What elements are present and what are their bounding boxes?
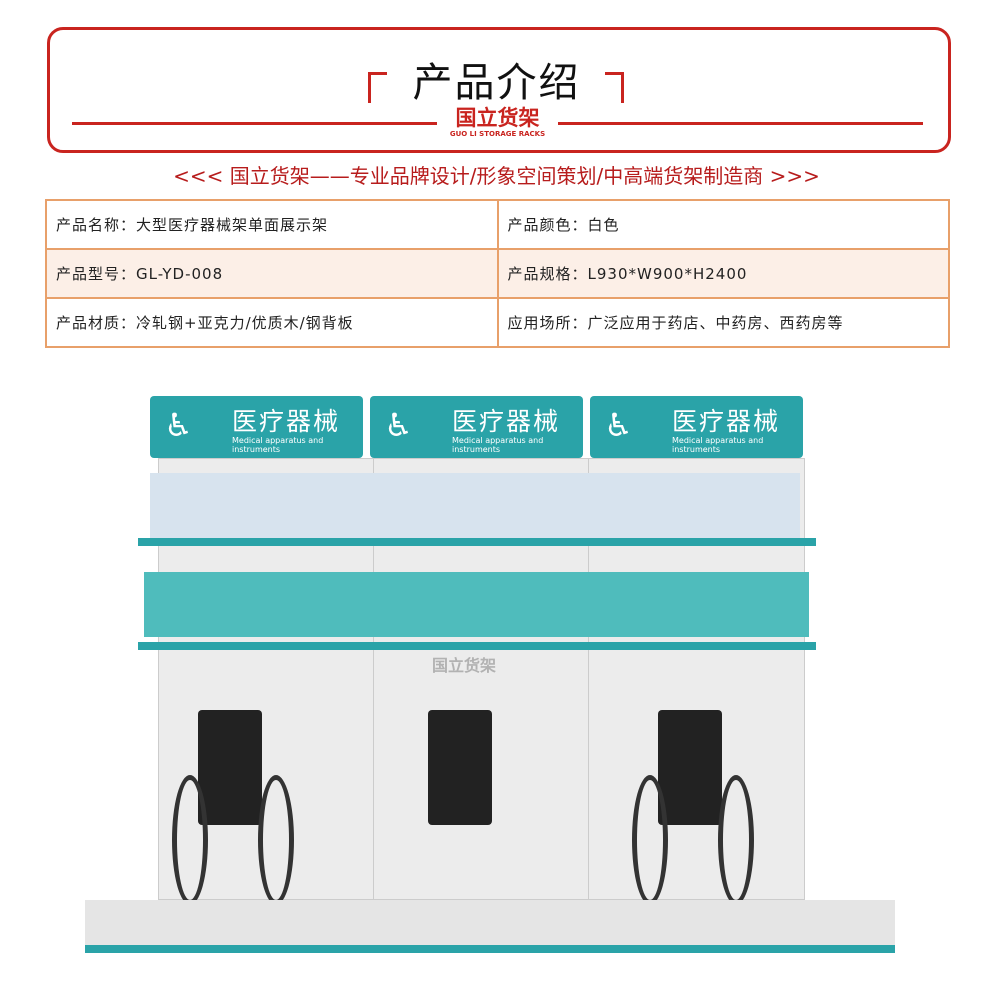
bracket-left [368,72,387,103]
product-boxes-middle [144,572,809,637]
wheelchair-icon: ♿ [164,406,193,444]
sign-cn: 医疗器械 [232,407,341,436]
spec-name: 产品名称：大型医疗器械架单面展示架 [45,199,499,250]
page-title: 产品介绍 [412,60,581,106]
wheelchair-icon: ♿ [604,406,633,444]
sign-en: Medical apparatus and instruments [232,436,324,454]
shelf-middle [138,642,816,650]
slogan: <<< 国立货架——专业品牌设计/形象空间策划/中高端货架制造商 >>> [173,164,820,188]
logo-en: GUO LI STORAGE RACKS [449,130,546,138]
bracket-right [605,72,624,103]
wheelchair-icon: ♿ [384,406,413,444]
spec-size: 产品规格：L930*W900*H2400 [496,248,950,299]
table-row: 产品材质：冷轧钢+亚克力/优质木/钢背板应用场所：广泛应用于药店、中药房、西药房… [45,297,950,348]
wheelchair [632,700,754,905]
spec-model: 产品型号：GL-YD-008 [45,248,499,299]
sign-en: Medical apparatus and instruments [452,436,544,454]
header-frame [47,27,951,153]
wheelchair [172,700,294,905]
watermark: 国立货架 [432,656,497,675]
shelf-top [138,538,816,546]
sign-cn: 医疗器械 [452,407,561,436]
shelf-base [85,900,895,953]
spec-usage: 应用场所：广泛应用于药店、中药房、西药房等 [496,297,950,348]
spec-color: 产品颜色：白色 [496,199,950,250]
brand-logo: 国立货架 GUO LI STORAGE RACKS [440,106,555,138]
product-boxes-top [150,473,800,538]
sign-en: Medical apparatus and instruments [672,436,764,454]
logo-cn: 国立货架 [455,106,540,130]
sign-cn: 医疗器械 [672,407,781,436]
table-row: 产品名称：大型医疗器械架单面展示架产品颜色：白色 [45,199,950,250]
divider-right [558,122,923,125]
spec-material: 产品材质：冷轧钢+亚克力/优质木/钢背板 [45,297,499,348]
wheelchair [410,700,510,900]
divider-left [72,122,437,125]
